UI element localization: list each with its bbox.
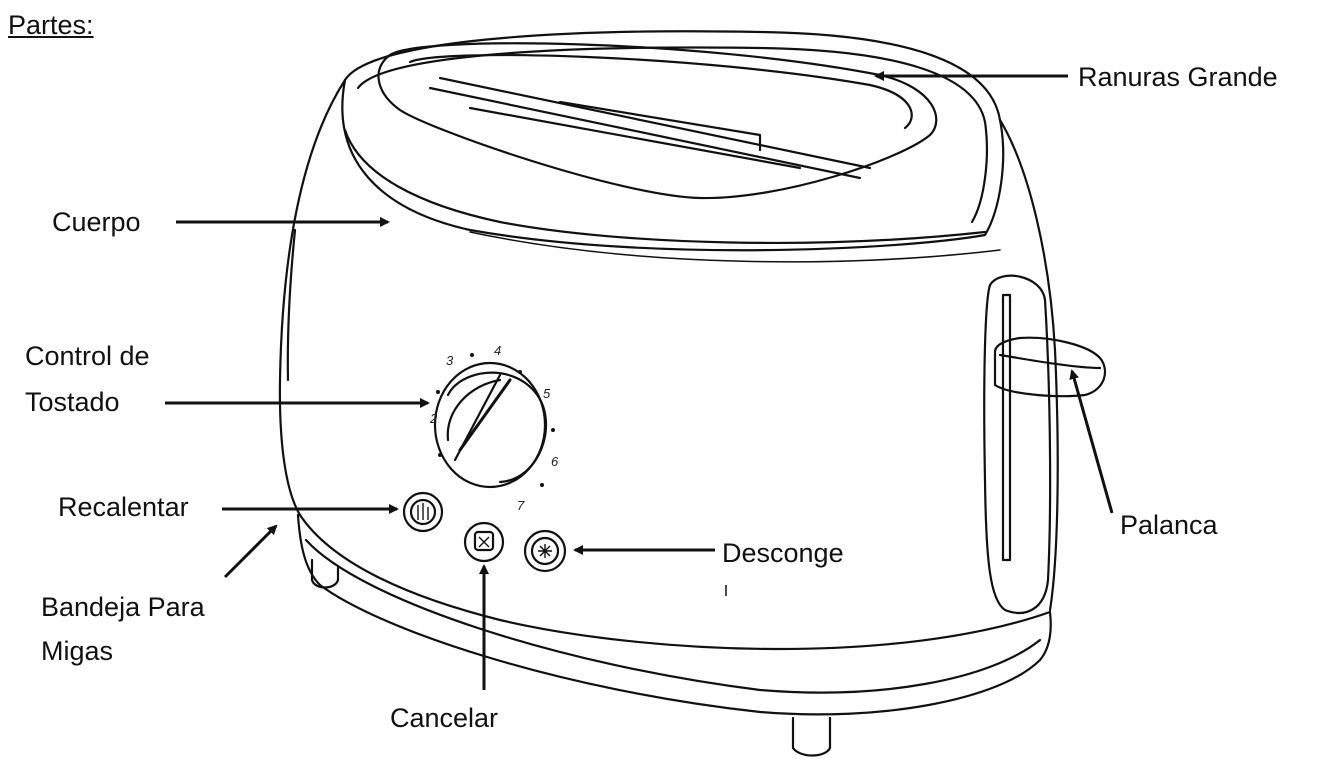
toaster-body <box>278 30 1107 757</box>
label-cancelar: Cancelar <box>390 703 499 733</box>
arrow-bandeja <box>223 524 278 579</box>
dial-number-4: 4 <box>494 343 501 358</box>
dial-number-7: 7 <box>517 498 525 513</box>
label-palanca: Palanca <box>1120 510 1218 540</box>
label-descongelar: Desconge <box>722 538 844 568</box>
button-glyphs <box>417 503 552 558</box>
dial-number-3: 3 <box>446 353 454 368</box>
dial-number-6: 6 <box>551 454 559 469</box>
dial-number-5: 5 <box>543 386 551 401</box>
dial-number-2: 2 <box>429 411 438 426</box>
callout-arrows <box>165 71 1114 690</box>
label-recalentar: Recalentar <box>58 492 189 522</box>
label-ranuras-grande: Ranuras Grande <box>1078 62 1278 92</box>
label-tostado: Tostado <box>25 387 120 417</box>
dial-ticks <box>436 353 555 487</box>
arrow-palanca <box>1069 369 1114 514</box>
label-cuerpo: Cuerpo <box>52 207 141 237</box>
label-control-de: Control de <box>25 341 150 371</box>
page-title: Partes: <box>8 10 94 40</box>
label-migas: Migas <box>41 636 114 666</box>
label-bandeja-para: Bandeja Para <box>41 592 205 622</box>
